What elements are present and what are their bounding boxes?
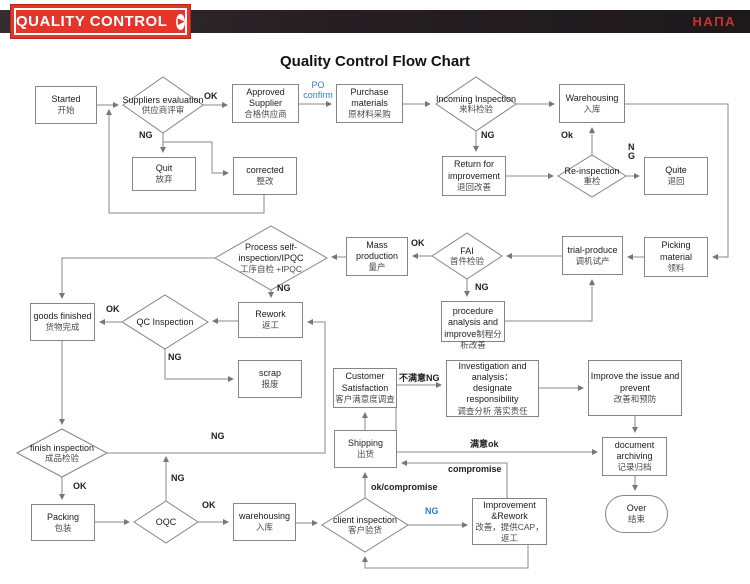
diamond-client-inspection — [321, 497, 409, 553]
node-process-self-inspection: Process self-inspection/IPQC 工序自检 +IPQC — [238, 242, 304, 274]
label-ng-suppliers: NG — [139, 130, 153, 140]
label-ng-incoming: NG — [481, 130, 495, 140]
label-ok-suppliers: OK — [204, 91, 218, 101]
node-quit: Quit 放弃 — [132, 157, 196, 191]
node-shipping: Shipping 出货 — [334, 430, 397, 468]
node-mass-production: Mass production 量产 — [346, 237, 408, 276]
node-quite: Quite 退回 — [644, 157, 708, 195]
label-ok-finish: OK — [73, 481, 87, 491]
label-ok-compromise: ok/compromise — [371, 482, 438, 492]
label-ng-oqc: NG — [171, 473, 185, 483]
node-oqc: OQC — [155, 516, 177, 527]
node-document-archiving: document archiving 记录归档 — [602, 437, 667, 476]
node-fai: FAI 首件检验 — [449, 245, 484, 267]
play-circle-icon: ▶ — [176, 13, 185, 30]
label-satisfied-ok: 满意ok — [470, 439, 499, 449]
diamond-qc-inspection — [121, 294, 209, 350]
node-warehousing-bottom: warehousing 入库 — [233, 503, 296, 541]
diamond-fai — [431, 232, 503, 280]
node-goods-finished: goods finished 货物完成 — [30, 303, 95, 341]
node-started: Started 开始 — [35, 86, 97, 124]
label-unsatisfied-ng: 不满意NG — [399, 373, 440, 383]
label-ng-fai: NG — [475, 282, 489, 292]
label-ok-reinspection: Ok — [561, 130, 574, 140]
diamond-oqc — [133, 500, 199, 544]
label-ng-qc: NG — [168, 352, 182, 362]
node-rework: Rework 返工 — [238, 302, 303, 338]
node-approved-supplier: Approved Supplier 合格供应商 — [232, 84, 299, 123]
hana-logo: HAΠA — [692, 14, 736, 29]
diamond-finish-inspection — [15, 428, 109, 478]
node-picking-material: Picking material 领料 — [644, 237, 708, 277]
node-trial-produce: trial-produce 调机试产 — [562, 236, 623, 275]
page-title: Quality Control Flow Chart — [280, 53, 470, 70]
diamond-incoming-inspection — [435, 76, 517, 132]
node-customer-satisfaction: Customer Satisfaction 客户满意度调查 — [333, 368, 397, 408]
node-return-for-improvement: Return for improvement 退回改善 — [442, 156, 506, 196]
label-ng-client: NG — [425, 506, 439, 516]
node-investigation: Investigation and analysis： designate re… — [446, 360, 539, 417]
node-incoming-inspection: Incoming Inspection 来料检验 — [435, 93, 517, 115]
node-scrap: scrap 报废 — [238, 360, 302, 398]
label-po-confirm: PO confirm — [303, 80, 333, 101]
label-ng-process: NG — [277, 283, 291, 293]
diamond-process-self-inspection — [213, 225, 329, 291]
node-finish-inspection: finish inspection 成品检验 — [29, 442, 95, 464]
node-improvement-rework: Improvement &Rework 改善，提供CAP，返工 — [472, 498, 547, 545]
label-ng-finish: NG — [211, 431, 225, 441]
quality-control-badge-inner: QUALITY CONTROL ▶ — [14, 8, 187, 35]
badge-label: QUALITY CONTROL — [16, 13, 168, 30]
node-qc-inspection: QC Inspection — [136, 316, 194, 327]
quality-control-badge: QUALITY CONTROL ▶ — [10, 4, 191, 39]
label-ng-reinspection: N G — [628, 142, 636, 162]
label-compromise: compromise — [448, 464, 502, 474]
node-corrected: corrected 整改 — [233, 157, 297, 195]
label-ok-fai: OK — [411, 238, 425, 248]
node-improve-issue: Improve the issue and prevent 改善和预防 — [588, 360, 682, 416]
label-ok-oqc: OK — [202, 500, 216, 510]
node-warehousing-top: Warehousing 入库 — [559, 84, 625, 123]
diamond-suppliers-evaluation — [122, 76, 204, 134]
node-packing: Packing 包装 — [31, 504, 95, 541]
node-purchase-materials: Purchase materials 原材料采购 — [336, 84, 403, 123]
node-re-inspection: Re-inspection 重检 — [564, 165, 620, 187]
node-over: Over 结束 — [605, 495, 668, 533]
label-ok-qc: OK — [106, 304, 120, 314]
node-procedure-analysis: procedure analysis and improve制程分析改善 — [441, 301, 505, 350]
node-client-inspection: client inspection 客户验货 — [332, 514, 398, 536]
node-suppliers-evaluation: Suppliers evaluation 供应商评审 — [122, 94, 204, 116]
diamond-re-inspection — [557, 154, 627, 198]
